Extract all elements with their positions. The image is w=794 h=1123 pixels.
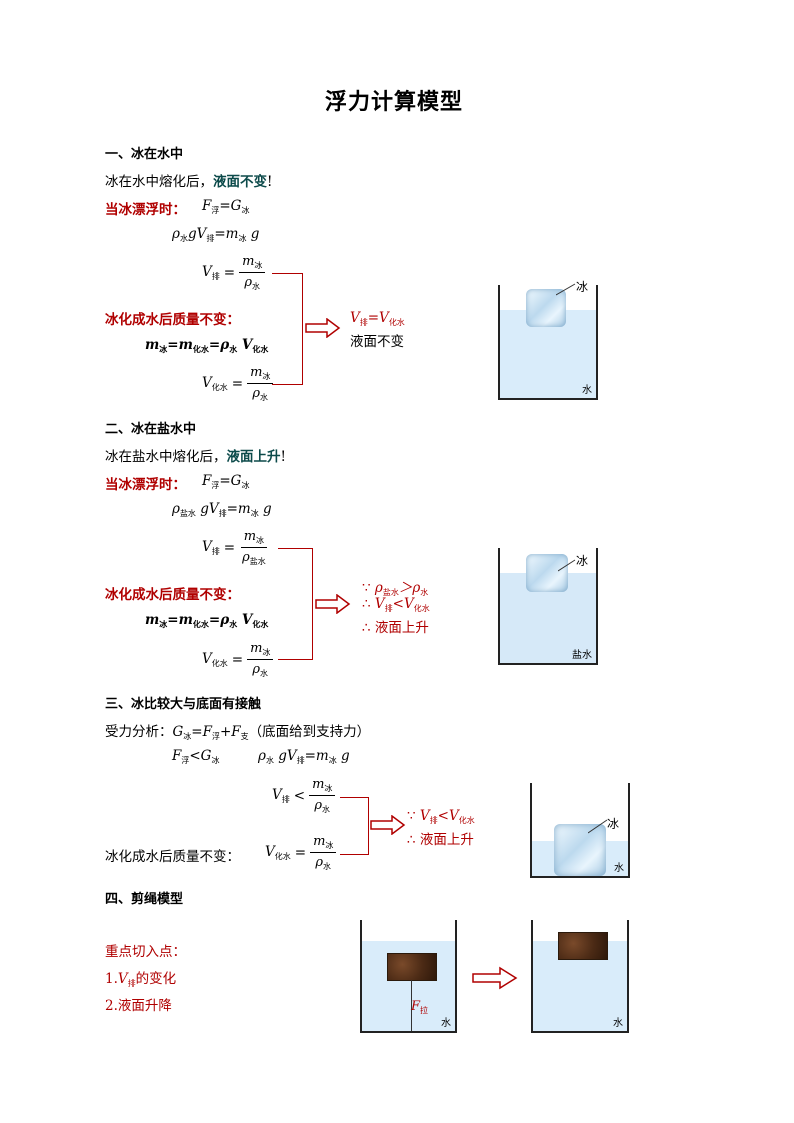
section-2-intro: 冰在盐水中熔化后，液面上升! [105,449,286,465]
ice-cube-icon [554,824,606,876]
section-4-key-label: 重点切入点： [105,944,186,960]
string-line [411,980,412,1031]
page-title: 浮力计算模型 [325,89,464,115]
wood-block [558,932,608,960]
section-2-ice-pointer [558,559,576,572]
section-1-intro: 冰在水中熔化后，液面不变! [105,174,273,190]
section-2-water-label: 盐水 [572,650,592,661]
section-2-heading: 二、冰在盐水中 [105,422,197,437]
section-2-eq-density: ρ盐水 gV排=m冰 g [172,501,272,518]
section-3-mass-label: 冰化成水后质量不变： [105,849,240,865]
section-1-water-label: 水 [582,385,592,396]
section-3-arrow-icon [370,815,406,835]
section-2-mass-label: 冰化成水后质量不变： [105,587,240,603]
section-1-arrow-icon [305,318,341,338]
section-3-water-label: 水 [614,863,624,874]
section-2-arrow-icon [315,594,351,614]
wood-block [387,953,437,981]
section-1-ice-label: 冰 [576,280,589,294]
section-1-eq-density: ρ水gV排=m冰 g [172,226,260,243]
section-1-conclusion: V排=V化水 液面不变 [350,310,405,350]
section-3-ice-label: 冰 [607,817,620,831]
section-4-beaker-before: 水 [360,920,457,1033]
section-3-conclusion: ∵ V排<V化水 ∴ 液面上升 [407,808,475,848]
section-1-heading: 一、冰在水中 [105,147,184,162]
section-3-ice-pointer [588,819,608,834]
section-4-water-label-1: 水 [441,1018,451,1029]
section-2-eq-mass: m冰=m化水=ρ水 V化水 [145,612,269,629]
section-4-force-label: F拉 [411,999,429,1015]
section-1-beaker: 水 [498,285,598,400]
section-4-beaker-after: 水 [531,920,629,1033]
section-3-ineq: F浮<G冰 [172,748,220,765]
section-3-beaker: 水 [530,783,630,878]
section-2-beaker: 盐水 [498,548,598,665]
section-2-ice-label: 冰 [576,554,589,568]
section-4-point-1: 1.V排的变化 [105,971,177,988]
section-1-mass-label: 冰化成水后质量不变： [105,312,240,328]
section-2-eq-buoyancy: F浮=G冰 [202,473,250,490]
section-3-eq-density: ρ水 gV排=m冰 g [258,748,350,765]
ice-cube-icon [526,554,568,592]
section-1-eq-buoyancy: F浮=G冰 [202,198,250,215]
section-2-floating-label: 当冰漂浮时： [105,477,186,493]
section-1-ice-pointer [556,283,576,296]
section-4-heading: 四、剪绳模型 [105,892,184,907]
section-4-point-2: 2.液面升降 [105,998,172,1014]
section-1-bracket [272,273,303,385]
ice-cube-icon [526,289,566,327]
section-2-conclusion: ∵ ρ盐水＞ρ水 ∴ V排<V化水 ∴ 液面上升 [362,580,430,636]
section-2-bracket [278,548,313,660]
section-4-water-label-2: 水 [613,1018,623,1029]
section-1-floating-label: 当冰漂浮时： [105,202,186,218]
section-3-bracket [340,797,369,855]
section-4-arrow-icon [472,966,518,990]
section-1-eq-mass: m冰=m化水=ρ水 V化水 [145,337,269,354]
section-3-force-analysis: 受力分析：G冰=F浮+F支（底面给到支持力） [105,724,371,741]
section-3-heading: 三、冰比较大与底面有接触 [105,697,262,712]
